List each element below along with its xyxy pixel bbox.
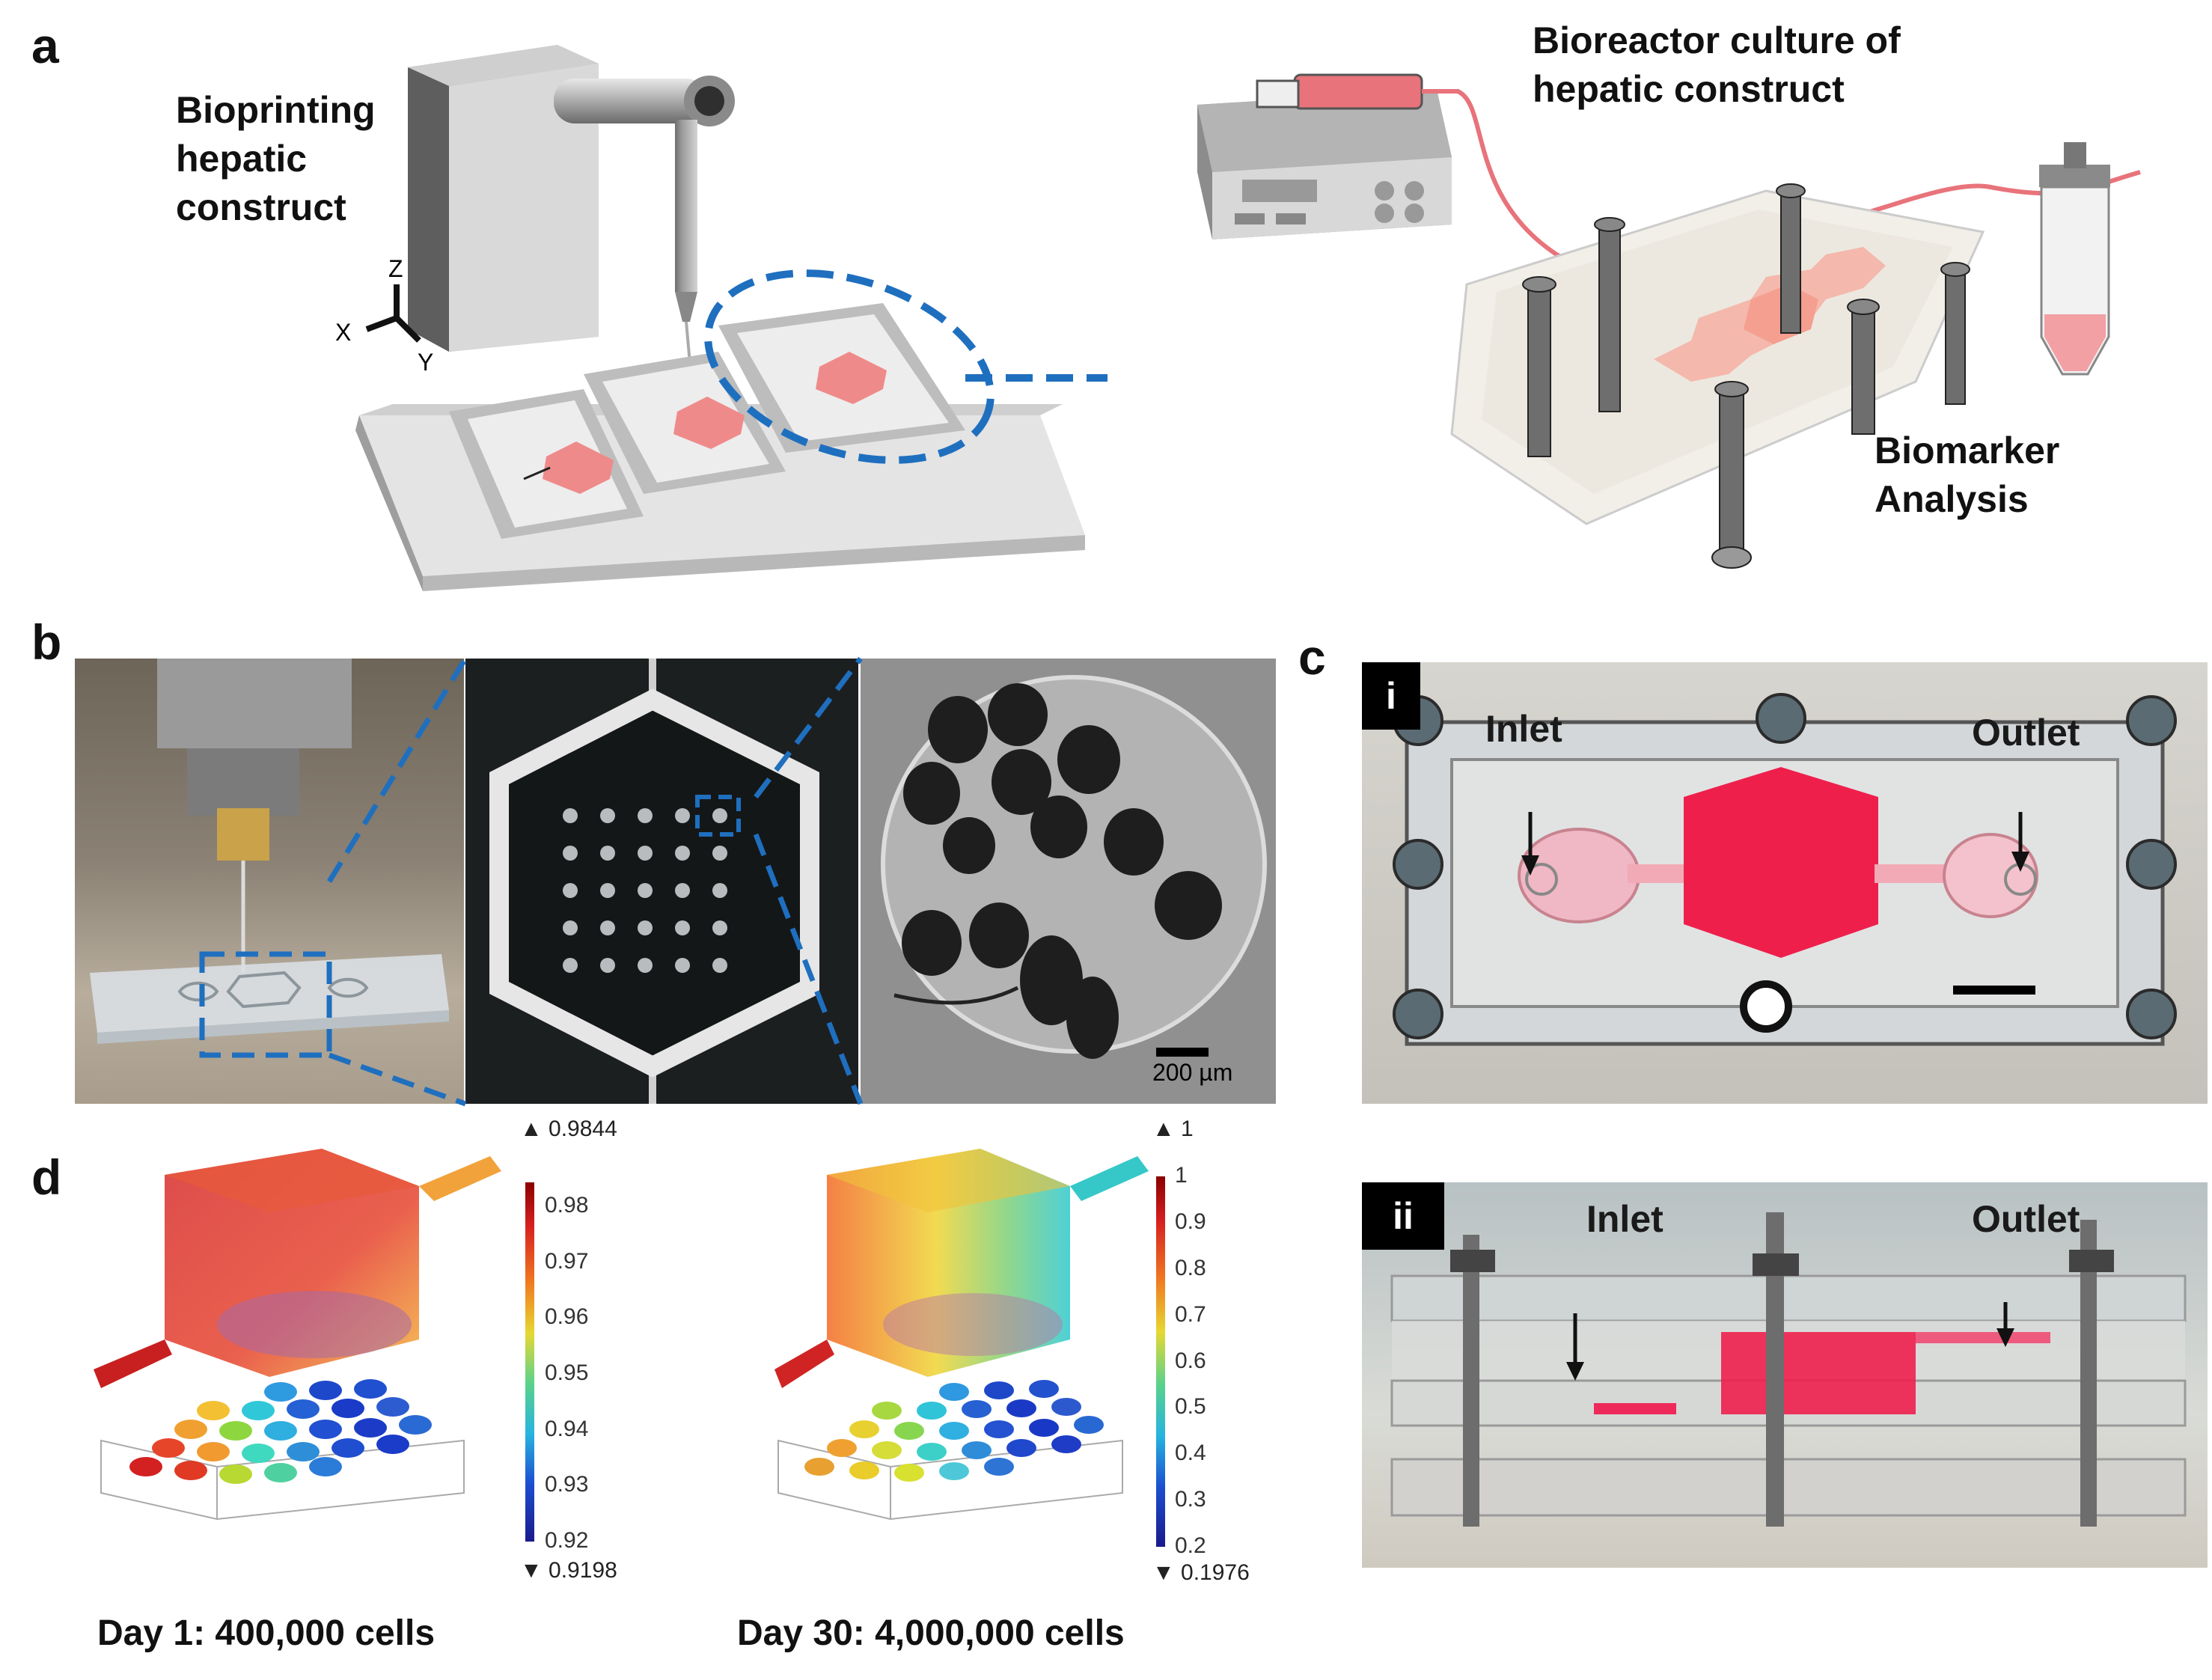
colorbar-tick: 0.96 (545, 1304, 589, 1330)
bioprinter-illustration: Z X Y (335, 45, 1107, 591)
simulation-day1 (94, 1149, 501, 1521)
axis-z-label: Z (388, 255, 403, 282)
colorbar-tick: 0.95 (545, 1360, 589, 1385)
colorbar-tick: 0.5 (1175, 1394, 1206, 1420)
printed-chip-2 (584, 352, 786, 494)
colorbar-tick: 0.9 (1175, 1209, 1206, 1234)
zoom-lines (327, 656, 864, 1107)
bioprinting-label: Bioprinting hepatic construct (176, 89, 376, 228)
printed-chip-3 (718, 303, 965, 453)
colorbar-max-day30: ▲ 1 (1152, 1117, 1194, 1141)
simulation-day30 (774, 1149, 1149, 1521)
photo-bioreactor-top: i Inlet Outlet (1362, 662, 2208, 1104)
inlet-label-i: Inlet (1485, 708, 1562, 750)
colorbar-min-day30: ▼ 0.1976 (1152, 1560, 1250, 1585)
spheroid-grid-day30 (804, 1380, 1104, 1482)
scale-bar-label: 200 µm (1152, 1059, 1233, 1086)
colorbar-tick: 0.3 (1175, 1487, 1206, 1512)
panel-label-b: b (31, 614, 62, 670)
bioreactor-label: Bioreactor culture of hepatic construct (1533, 19, 1901, 110)
photo-bioprinter-nozzle (75, 659, 464, 1104)
colorbar-max-day1: ▲ 0.9844 (520, 1117, 617, 1141)
colorbar-day30 (1156, 1176, 1165, 1547)
subpanel-tag-i: i (1362, 662, 1420, 730)
colorbar-tick: 0.93 (545, 1472, 589, 1497)
panel-label-d: d (31, 1149, 62, 1205)
colorbar-tick: 0.94 (545, 1416, 589, 1441)
colorbar-tick: 0.7 (1175, 1301, 1206, 1327)
axis-x-label: X (335, 319, 351, 346)
panel-label-c: c (1298, 629, 1326, 685)
collection-tube (2039, 142, 2110, 376)
spheroid-grid-day1 (129, 1379, 432, 1484)
caption-day30: Day 30: 4,000,000 cells (737, 1613, 1125, 1653)
subpanel-tag-ii: ii (1362, 1182, 1444, 1250)
outlet-label-i: Outlet (1972, 712, 2080, 754)
colorbar-tick: 0.4 (1175, 1441, 1206, 1466)
colorbar-tick: 0.6 (1175, 1348, 1206, 1373)
colorbar-day1 (525, 1182, 534, 1542)
inlet-label-ii: Inlet (1586, 1198, 1663, 1240)
photo-microscopy-spheroids (861, 659, 1276, 1104)
bioreactor-illustration (1197, 73, 2141, 569)
biomarker-label: Biomarker Analysis (1875, 430, 2060, 520)
colorbar-tick: 0.97 (545, 1248, 589, 1274)
colorbar-tick: 1 (1175, 1163, 1188, 1188)
colorbar-tick: 0.8 (1175, 1255, 1206, 1280)
syringe-pump (1197, 73, 1459, 239)
photo-hexagonal-chamber (465, 659, 858, 1104)
printed-chip-1 (449, 389, 644, 539)
panel-label-a: a (31, 18, 59, 73)
photo-bioreactor-side: ii Inlet Outlet (1362, 1182, 2208, 1568)
colorbar-min-day1: ▼ 0.9198 (520, 1558, 617, 1583)
caption-day1: Day 1: 400,000 cells (97, 1613, 436, 1653)
outlet-label-ii: Outlet (1972, 1198, 2080, 1240)
colorbar-tick: 0.2 (1175, 1533, 1206, 1558)
colorbar-tick: 0.92 (545, 1528, 589, 1553)
colorbar-tick: 0.98 (545, 1193, 589, 1218)
axis-y-label: Y (418, 349, 433, 376)
